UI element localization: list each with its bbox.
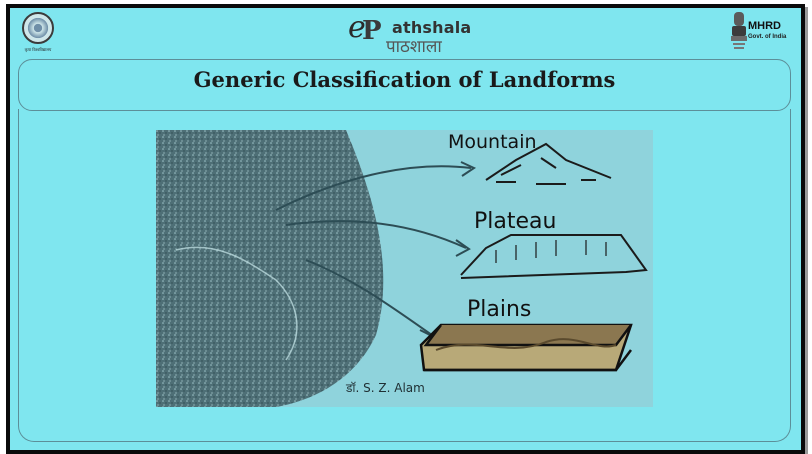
landform-labels: Mountain Plateau Plains डॉ. S. Z. Alam (345, 131, 556, 395)
mountain-label: Mountain (448, 131, 537, 153)
plains-sketch (419, 323, 633, 372)
epathshala-e-glyph: e (348, 10, 366, 45)
mountain-sketch (485, 142, 612, 185)
mhrd-title: MHRD (748, 20, 781, 32)
earth-globe (156, 130, 384, 407)
mhrd-logo: MHRD Govt. of India (726, 10, 794, 58)
content-panel: Mountain Plateau Plains डॉ. S. Z. Alam (18, 109, 791, 442)
epathshala-brand: athshala (392, 18, 472, 37)
slide-frame: कृपा विश्वविद्यालय e P athshala पाठशाला … (6, 4, 805, 454)
title-panel: Generic Classification of Landforms (18, 59, 791, 111)
plateau-label: Plateau (474, 209, 556, 234)
plateau-sketch (460, 234, 648, 279)
university-logo: कृपा विश्वविद्यालय (18, 12, 58, 60)
connector-arrows (275, 161, 477, 347)
epathshala-logo: e P athshala पाठशाला (348, 10, 478, 57)
epathshala-p-glyph: P (362, 16, 382, 46)
university-logo-caption: कृपा विश्वविद्यालय (24, 47, 52, 52)
plains-label: Plains (467, 297, 531, 322)
author-signature: डॉ. S. Z. Alam (345, 381, 425, 395)
landforms-illustration: Mountain Plateau Plains डॉ. S. Z. Alam (156, 130, 653, 407)
national-emblem-icon (731, 12, 747, 49)
slide-header: कृपा विश्वविद्यालय e P athshala पाठशाला … (10, 8, 801, 63)
epathshala-hindi: पाठशाला (386, 37, 442, 57)
university-seal-icon (22, 12, 54, 44)
mhrd-subtitle: Govt. of India (748, 34, 787, 40)
slide-title: Generic Classification of Landforms (193, 67, 616, 92)
